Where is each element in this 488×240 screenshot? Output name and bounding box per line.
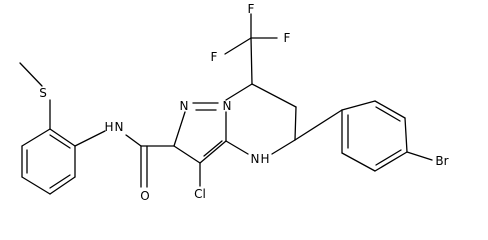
bond-c3-c3a-double — [203, 140, 223, 157]
atom-f3: F — [284, 31, 291, 45]
bond-ar2-c3-c4 — [404, 117, 408, 153]
atom-f1: F — [211, 50, 218, 64]
atom-n-pyrazole: N — [180, 99, 189, 113]
bond-ar1-inner-3 — [49, 174, 71, 189]
atom-n-ring: N — [251, 152, 260, 166]
bond-nh-aryl — [74, 130, 106, 147]
bond-carbonyl-nh — [125, 134, 142, 147]
atom-labels: F F F S N N H N O N H Cl Br — [39, 2, 448, 203]
atom-s: S — [39, 86, 47, 100]
structure-svg: F F F S N N H N O N H Cl Br — [19, 2, 449, 203]
bond-s-ch3 — [19, 62, 43, 87]
bond-ar1-inner-1 — [49, 134, 71, 149]
bond-ar2-inner-2 — [375, 149, 402, 166]
bond-cf3-f1 — [224, 37, 252, 55]
bond-n2-c2 — [173, 111, 186, 147]
atom-n-amide: N — [115, 120, 124, 134]
atom-f2: F — [248, 2, 255, 16]
bond-c7-c6 — [251, 83, 297, 108]
bond-c5-n4 — [271, 139, 296, 155]
bonds — [19, 13, 433, 195]
bond-ar2-c4-c5 — [374, 151, 408, 172]
bond-ar2-inner-1 — [375, 106, 401, 122]
atom-cl: Cl — [194, 187, 206, 201]
bond-ar1-c5-c6 — [49, 176, 76, 195]
bond-ar1-c2-c3 — [21, 128, 51, 147]
bond-ar2-c5-c6 — [341, 152, 376, 172]
bond-ar2-c1-c2 — [341, 100, 376, 111]
atom-h-amide: H — [104, 120, 113, 134]
atom-n-bridge: N — [223, 99, 232, 113]
bond-c7-cf3 — [250, 37, 253, 85]
atom-br: Br — [435, 154, 448, 168]
bond-ar1-c1-c2 — [49, 128, 76, 147]
bond-c3-c3a — [199, 140, 227, 164]
bond-n4-c3a — [225, 140, 249, 155]
bond-ar2-c2-c3 — [374, 100, 406, 119]
bond-ar2-br — [406, 151, 433, 161]
atom-h-ring: H — [260, 152, 269, 166]
bond-c2-c3 — [173, 145, 201, 164]
bond-ar1-c4-c5 — [21, 176, 51, 195]
bond-c5-ar2 — [294, 109, 343, 141]
bond-c6-c5 — [294, 106, 297, 141]
atom-o: O — [140, 189, 149, 203]
bond-n1-c7 — [225, 83, 253, 101]
molecule-diagram: F F F S N N H N O N H Cl Br — [19, 2, 449, 203]
